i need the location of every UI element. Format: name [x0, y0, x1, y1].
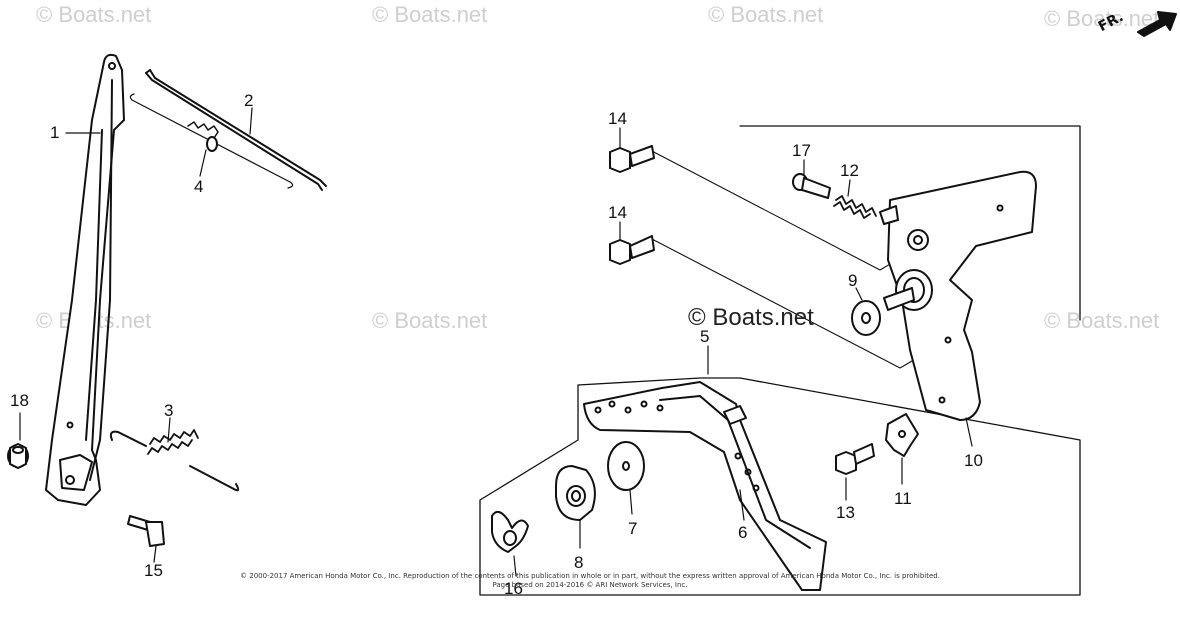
- callout-1[interactable]: 1: [50, 123, 60, 142]
- watermark: © Boats.net: [1044, 6, 1160, 31]
- part-12-spring: [833, 195, 877, 219]
- part-14-bolt-top: [609, 145, 655, 173]
- callout-16[interactable]: 16: [504, 579, 523, 598]
- callout-15[interactable]: 15: [144, 561, 163, 580]
- watermark: © Boats.net: [372, 308, 488, 333]
- callout-10[interactable]: 10: [964, 451, 983, 470]
- callout-3[interactable]: 3: [164, 401, 174, 420]
- callout-13[interactable]: 13: [836, 503, 855, 522]
- callout-9[interactable]: 9: [848, 271, 858, 290]
- callout-12[interactable]: 12: [840, 161, 859, 180]
- watermark: © Boats.net: [372, 2, 488, 27]
- part-9-washer: [851, 287, 915, 336]
- part-15-bolt: [127, 515, 165, 547]
- fr-arrow-icon: [1137, 11, 1177, 37]
- copyright-line-2: Page based on 2014-2016 © ARI Network Se…: [492, 581, 688, 589]
- center-watermark: © Boats.net: [688, 304, 814, 331]
- callout-7[interactable]: 7: [628, 519, 638, 538]
- callout-14-top[interactable]: 14: [608, 109, 627, 128]
- part-6-arm: [583, 381, 827, 591]
- part-2-rod: [145, 69, 327, 191]
- part-8-cam: [555, 465, 596, 521]
- callout-2[interactable]: 2: [244, 91, 254, 110]
- part-1-strap: [45, 53, 125, 506]
- watermark: © Boats.net: [36, 2, 152, 27]
- watermark: © Boats.net: [708, 2, 824, 27]
- copyright-line-1: © 2000-2017 American Honda Motor Co., In…: [240, 572, 940, 580]
- part-16-wingnut: [491, 510, 529, 553]
- callout-8[interactable]: 8: [574, 553, 584, 572]
- callout-5[interactable]: 5: [700, 327, 710, 346]
- part-18-nut: [7, 443, 29, 469]
- part-7-washer: [607, 441, 645, 491]
- watermark: © Boats.net: [1044, 308, 1160, 333]
- callout-14-bottom[interactable]: 14: [608, 203, 627, 222]
- callout-6[interactable]: 6: [738, 523, 748, 542]
- part-17-bolt: [792, 173, 831, 199]
- copyright-notice: © 2000-2017 American Honda Motor Co., In…: [170, 572, 1010, 590]
- callout-11[interactable]: 11: [894, 489, 912, 508]
- callout-17[interactable]: 17: [792, 141, 811, 160]
- callout-18[interactable]: 18: [10, 391, 29, 410]
- part-14-bolt-bottom: [609, 235, 655, 265]
- part-4-spring: [187, 121, 219, 152]
- part-11-clip: [885, 413, 919, 457]
- part-13-bolt: [835, 443, 875, 475]
- callout-4[interactable]: 4: [194, 177, 204, 196]
- part-3-spring: [109, 429, 240, 492]
